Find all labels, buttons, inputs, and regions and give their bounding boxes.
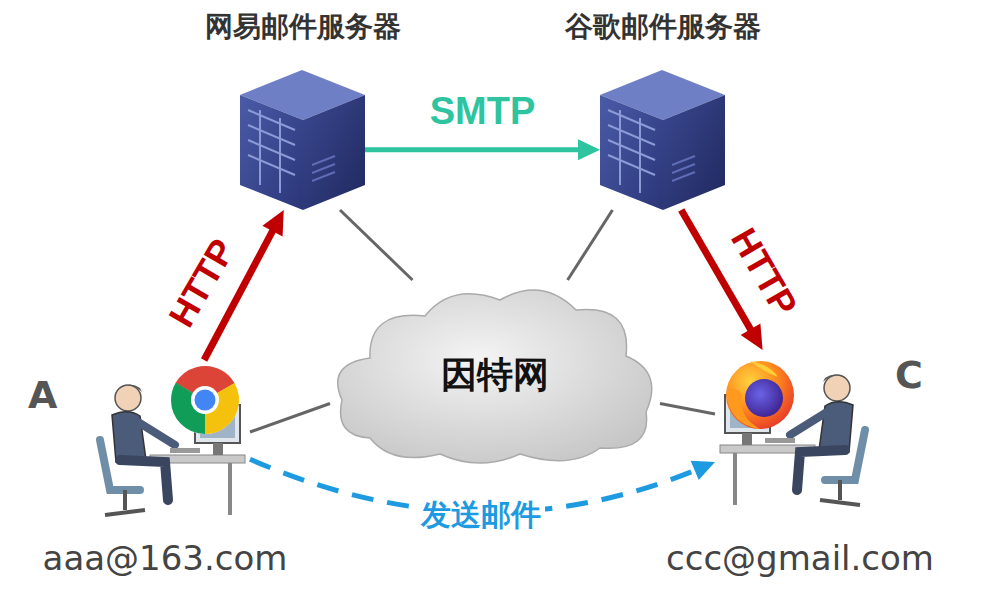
user: Aaaa@163.com (80, 360, 250, 520)
server-icon (600, 70, 725, 210)
edge-label: HTTP (159, 229, 244, 337)
connector (365, 139, 600, 160)
connector-line (365, 147, 582, 152)
user: Cccc@gmail.com (715, 350, 885, 510)
email-address: aaa@163.com (43, 540, 288, 577)
connector-line (340, 210, 413, 280)
chrome-icon (171, 366, 239, 434)
arrowhead (578, 139, 600, 160)
edge-label: 发送邮件 (417, 498, 545, 531)
server-label: 谷歌邮件服务器 (565, 12, 761, 43)
connector-line (568, 210, 613, 280)
connector (568, 210, 613, 280)
arrowhead (741, 324, 763, 350)
mail-server: 网易邮件服务器 (240, 70, 365, 210)
user-letter: A (28, 375, 57, 417)
mail-server: 谷歌邮件服务器 (600, 70, 725, 210)
arrowhead (262, 210, 283, 237)
arrowhead (691, 461, 715, 480)
server-label: 网易邮件服务器 (205, 12, 401, 43)
connector (340, 210, 413, 280)
connector-line (250, 404, 330, 433)
edge-label: HTTP (721, 218, 806, 326)
internet-cloud: 因特网 (330, 280, 660, 470)
connector-line (660, 404, 715, 415)
firefox-icon (726, 361, 794, 429)
connector (660, 404, 715, 415)
server-icon (240, 70, 365, 210)
edge-label: SMTP (426, 91, 540, 133)
connector (250, 404, 330, 433)
email-address: ccc@gmail.com (666, 540, 934, 577)
user-letter: C (895, 355, 923, 397)
cloud-label: 因特网 (441, 355, 549, 395)
